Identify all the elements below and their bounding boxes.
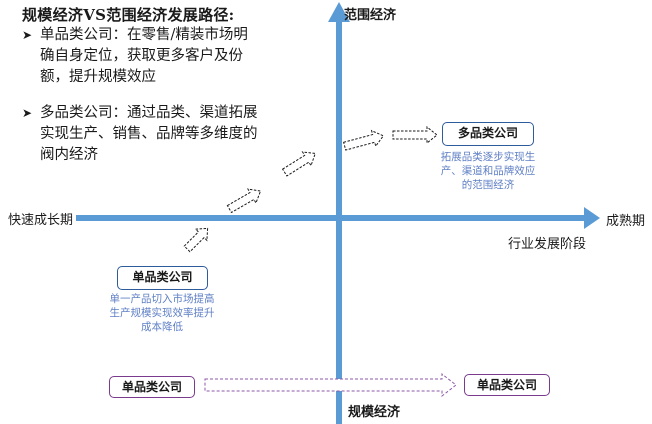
path-arrow-1 (183, 227, 209, 253)
path-arrow-2 (226, 188, 262, 214)
path-arrow-4 (343, 129, 385, 151)
triangle-bullet-icon: ➤ (22, 106, 33, 120)
axis-label-right: 成熟期 (606, 214, 646, 229)
triangle-bullet-icon: ➤ (22, 28, 33, 42)
horizontal-axis (76, 207, 600, 229)
path-arrow-5 (392, 125, 438, 145)
box-single-category-start: 单品类公司 (109, 376, 195, 398)
bullet-multi-category: ➤ 多品类公司：通过品类、渠道拓展实现生产、销售、品牌等多维度的阀内经济 (22, 103, 260, 166)
box-single-category-end: 单品类公司 (464, 374, 550, 396)
growth-path-arrows (183, 125, 438, 253)
bullet-text: 多品类公司：通过品类、渠道拓展实现生产、销售、品牌等多维度的阀内经济 (40, 105, 258, 163)
note-single-category: 单一产品切入市场提高生产规模实现效率提升成本降低 (109, 293, 215, 333)
axis-label-top: 范围经济 (344, 8, 397, 23)
bullet-single-category: ➤ 单品类公司：在零售/精装市场明确自身定位，获取更多客户及份额，提升规模效应 (22, 25, 260, 88)
scale-arrow (204, 372, 457, 398)
path-arrow-3 (281, 151, 316, 177)
bullet-text: 单品类公司：在零售/精装市场明确自身定位，获取更多客户及份额，提升规模效应 (40, 27, 248, 85)
diagram-heading: 规模经济VS范围经济发展路径: (22, 6, 235, 24)
axis-label-left: 快速成长期 (8, 213, 74, 228)
axis-caption-stage: 行业发展阶段 (508, 237, 587, 252)
box-single-category: 单品类公司 (117, 266, 208, 290)
vertical-axis (328, 2, 350, 424)
box-multi-category: 多品类公司 (442, 122, 534, 146)
note-multi-category: 拓展品类逐步实现生产、渠道和品牌效应的范围经济 (440, 151, 536, 191)
axis-label-bottom: 规模经济 (348, 405, 401, 420)
